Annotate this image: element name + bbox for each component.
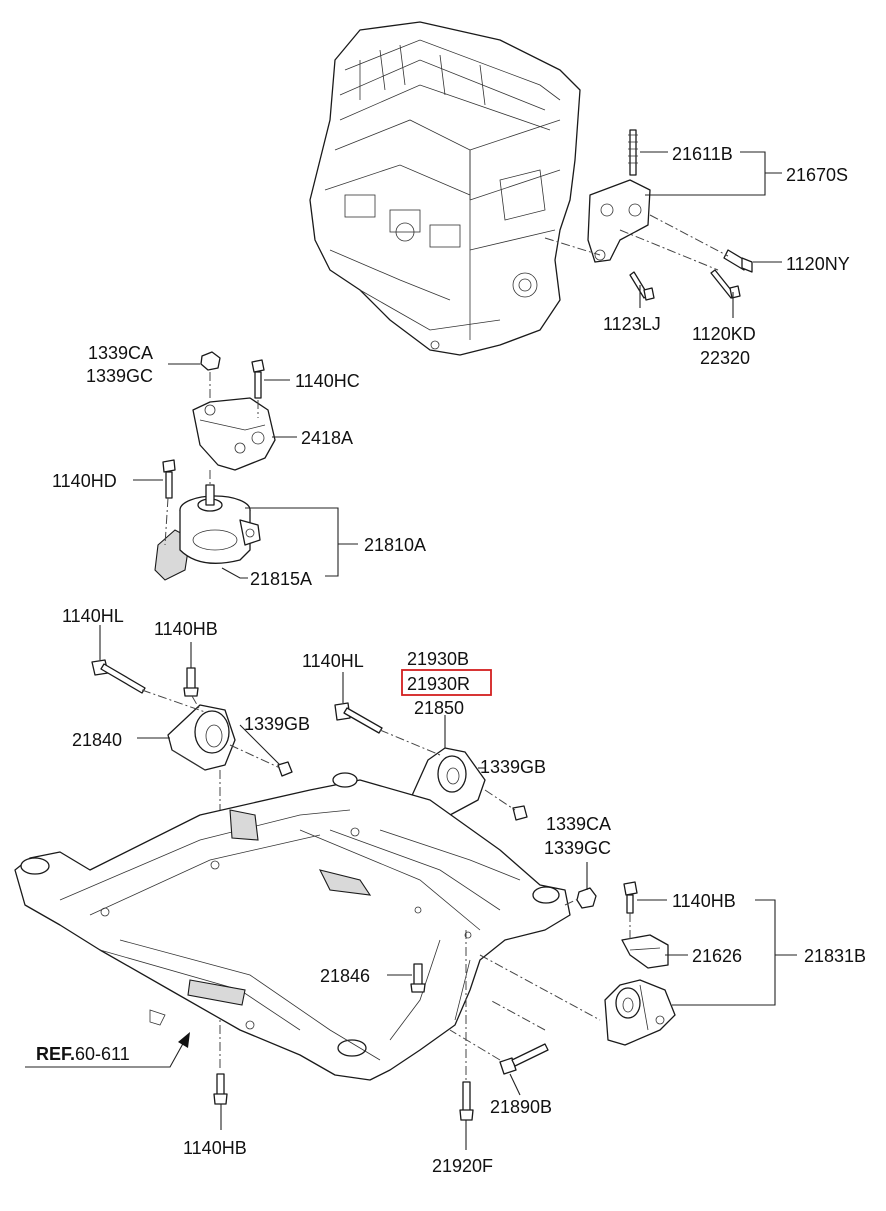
- label-1140HB-bottom[interactable]: 1140HB: [183, 1138, 247, 1158]
- label-1339GC-right[interactable]: 1339GC: [544, 838, 611, 858]
- bolt-21890B-illustration: [499, 1043, 549, 1075]
- label-21930R[interactable]: 21930R: [407, 674, 470, 694]
- label-22320[interactable]: 22320: [700, 348, 750, 368]
- label-21846[interactable]: 21846: [320, 966, 370, 986]
- label-1339GC-top[interactable]: 1339GC: [86, 366, 153, 386]
- label-1339CA-top[interactable]: 1339CA: [88, 343, 153, 363]
- label-1140HL-left[interactable]: 1140HL: [62, 606, 124, 626]
- label-21810A[interactable]: 21810A: [364, 535, 426, 555]
- label-21920F[interactable]: 21920F: [432, 1156, 493, 1176]
- nut-1339CA-right-illustration: [576, 887, 597, 909]
- label-1140HL-mid[interactable]: 1140HL: [302, 651, 364, 671]
- label-21670S[interactable]: 21670S: [786, 165, 848, 185]
- mount-21810A-illustration: [154, 484, 261, 581]
- label-21831B[interactable]: 21831B: [804, 946, 866, 966]
- label-21890B[interactable]: 21890B: [490, 1097, 552, 1117]
- bolt-1140HB-upper-illustration: [183, 667, 199, 697]
- subframe-crossmember-illustration: [14, 772, 571, 1081]
- bolt-1140HB-bottom-illustration: [213, 1073, 228, 1105]
- bolt-1140HD-illustration: [162, 459, 176, 499]
- bracket-21626-illustration: [621, 934, 669, 969]
- mount-21840-illustration: [167, 704, 236, 771]
- label-1140HD[interactable]: 1140HD: [52, 471, 117, 491]
- label-1140HB-right[interactable]: 1140HB: [672, 891, 736, 911]
- label-2418A[interactable]: 2418A: [301, 428, 353, 448]
- label-1339CA-right[interactable]: 1339CA: [546, 814, 611, 834]
- engine-block-illustration: [309, 21, 581, 356]
- label-1120KD[interactable]: 1120KD: [692, 324, 756, 344]
- label-21611B[interactable]: 21611B: [672, 144, 733, 164]
- ref-prefix: REF.: [36, 1044, 75, 1064]
- leader-lines: [25, 151, 797, 1150]
- label-1140HB-upper[interactable]: 1140HB: [154, 619, 218, 639]
- label-1120NY[interactable]: 1120NY: [786, 254, 850, 274]
- mount-bracket-2418A-illustration: [192, 397, 276, 471]
- bolt-21920F-illustration: [459, 1081, 474, 1121]
- ref-number: 60-611: [75, 1044, 130, 1064]
- highlight-box-21930R: [401, 669, 492, 696]
- bolt-1140HC-illustration: [251, 359, 265, 399]
- label-21840[interactable]: 21840: [72, 730, 122, 750]
- bolt-21846-illustration: [410, 963, 426, 993]
- nut-1339GB-right-illustration: [512, 805, 528, 821]
- label-1339GB-left[interactable]: 1339GB: [244, 714, 310, 734]
- bolt-1140HL-mid-illustration: [334, 702, 383, 734]
- bolt-1140HB-right-illustration: [623, 881, 638, 914]
- bracket-21670S-illustration: [587, 129, 753, 301]
- label-1140HC[interactable]: 1140HC: [295, 371, 360, 391]
- mount-21831B-illustration: [604, 979, 676, 1046]
- bolt-1140HL-left-illustration: [91, 659, 146, 694]
- label-21815A[interactable]: 21815A: [250, 569, 312, 589]
- nut-1339GB-left-illustration: [277, 761, 293, 777]
- label-21930B[interactable]: 21930B: [407, 649, 469, 669]
- label-21850[interactable]: 21850: [414, 698, 464, 718]
- label-1123LJ[interactable]: 1123LJ: [603, 314, 661, 334]
- label-21626[interactable]: 21626: [692, 946, 742, 966]
- ref-label[interactable]: REF.60-611: [36, 1044, 130, 1064]
- label-1339GB-right[interactable]: 1339GB: [480, 757, 546, 777]
- nut-1339CA-top-illustration: [200, 351, 221, 371]
